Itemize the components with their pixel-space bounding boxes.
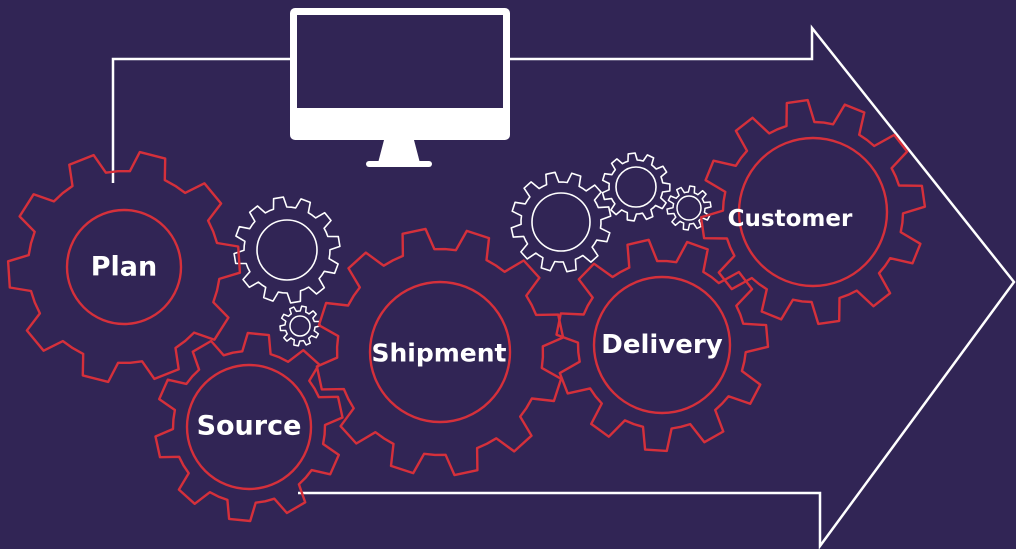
small-gear-icon xyxy=(601,152,671,222)
gear-source-icon xyxy=(154,331,344,523)
gear-shipment-icon xyxy=(315,227,565,477)
stage-label-plan: Plan xyxy=(91,252,158,283)
small-gear-icon xyxy=(279,305,321,347)
gear-customer-icon xyxy=(699,98,927,326)
stage-label-customer: Customer xyxy=(728,206,853,232)
gear-plan-icon xyxy=(6,150,242,384)
flow-arrow-icon xyxy=(111,24,1016,549)
small-gear-icon xyxy=(510,171,612,273)
small-gear-icon xyxy=(666,185,712,231)
stage-label-delivery: Delivery xyxy=(601,330,722,360)
small-gears-group xyxy=(233,152,712,347)
small-gear-icon xyxy=(233,196,341,304)
monitor-icon xyxy=(290,8,510,167)
gear-delivery-icon xyxy=(555,238,770,453)
stage-label-shipment: Shipment xyxy=(371,339,506,368)
stage-label-source: Source xyxy=(197,411,302,442)
stage-gears-group xyxy=(6,98,927,523)
